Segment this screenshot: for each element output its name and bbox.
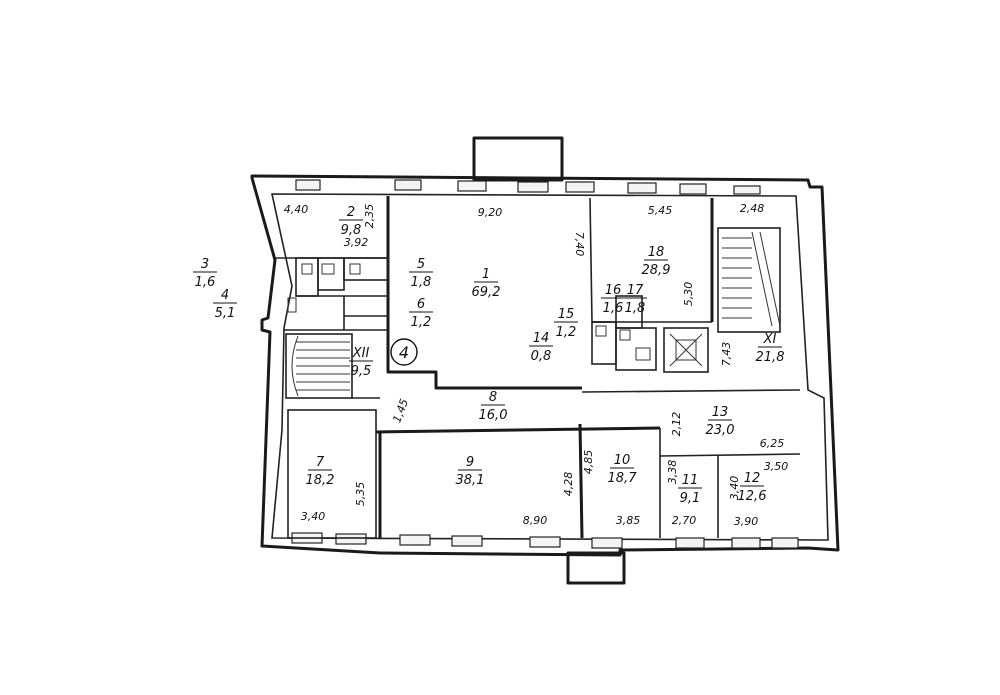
room-label-r3: 31,6: [193, 257, 217, 290]
room-number: 10: [614, 453, 631, 468]
room-area: 1,8: [625, 301, 646, 316]
plan-mark: 4: [390, 338, 418, 366]
room-labels: 169,229,831,645,151,861,2718,2816,0938,1…: [193, 205, 784, 506]
room-number: 1: [482, 267, 490, 282]
room-number: 5: [417, 257, 425, 272]
dimension-d7: 5,30: [682, 282, 695, 307]
dimension-d13: 3,50: [764, 460, 789, 473]
dimension-d8: 2,48: [740, 202, 765, 215]
room-area: 0,8: [531, 349, 552, 364]
room-label-r17: 171,8: [623, 283, 647, 316]
room-area: 1,2: [556, 325, 577, 340]
dimension-d19: 3,40: [301, 510, 326, 523]
room-area: 28,9: [642, 263, 671, 278]
room-area: 1,2: [411, 315, 432, 330]
room-number: 14: [533, 331, 550, 346]
dimension-d21: 3,85: [616, 514, 641, 527]
room-number: 13: [712, 405, 729, 420]
room-label-r11: 119,1: [678, 473, 702, 506]
dimension-d12: 6,25: [760, 437, 785, 450]
room-number: 7: [316, 455, 325, 470]
room-label-r13: 13 23,0: [706, 405, 735, 438]
room-area: 23,0: [706, 423, 735, 438]
room-label-r1: 169,2: [472, 267, 501, 300]
room-number: 8: [489, 390, 497, 405]
dimension-d10: 1,45: [390, 397, 411, 424]
room-number: 4: [221, 288, 229, 303]
dimension-d2: 2,35: [363, 204, 376, 229]
room-label-r18: 18 28,9: [642, 245, 671, 278]
room-label-rXII: XII 9,5: [349, 346, 373, 379]
room-label-r2: 29,8: [339, 205, 363, 238]
dimension-d15: 3,38: [666, 460, 679, 485]
room-label-r10: 10 18,7: [608, 453, 638, 486]
room-number: 6: [417, 297, 425, 312]
room-number: 3: [201, 257, 209, 272]
room-number: XII: [352, 346, 370, 361]
room-area: 69,2: [472, 285, 501, 300]
room-number: 9: [466, 455, 474, 470]
room-area: 9,1: [680, 491, 701, 506]
exterior-walls: [250, 136, 840, 585]
room-area: 16,0: [479, 408, 508, 423]
dimension-d16: 4,85: [582, 450, 595, 475]
bottom-windows: [291, 532, 799, 549]
room-partitions: [276, 196, 801, 539]
dimension-d23: 3,90: [734, 515, 759, 528]
room-number: 18: [648, 245, 665, 260]
room-label-r9: 938,1: [456, 455, 485, 488]
room-area: 5,1: [215, 306, 236, 321]
room-number: XI: [763, 332, 777, 347]
room-area: 21,8: [756, 350, 785, 365]
room-label-r8: 816,0: [479, 390, 508, 423]
room-area: 18,2: [306, 473, 335, 488]
room-label-r14: 140,8: [529, 331, 553, 364]
dimension-d3: 3,92: [344, 236, 369, 249]
top-windows: [295, 179, 761, 195]
dimension-d1: 4,40: [284, 203, 309, 216]
room-area: 12,6: [738, 489, 767, 504]
room-number: 12: [744, 471, 761, 486]
room-area: 9,8: [341, 223, 362, 238]
dimension-d18: 5,35: [354, 482, 367, 507]
room-number: 11: [682, 473, 699, 488]
dimension-d14: 3,40: [728, 476, 741, 501]
room-number: 15: [558, 307, 575, 322]
room-label-r12: 12 12,6: [738, 471, 767, 504]
dimension-d11: 2,12: [670, 412, 683, 437]
room-label-r15: 151,2: [554, 307, 578, 340]
room-label-r6: 61,2: [409, 297, 433, 330]
room-label-r4: 45,1: [213, 288, 237, 321]
room-area: 9,5: [351, 364, 372, 379]
room-label-r7: 718,2: [306, 455, 335, 488]
room-area: 1,6: [603, 301, 624, 316]
dimension-labels: 4,40 2,35 3,92 9,20 7,40 5,45 5,30 2,48 7,43 1,45…: [284, 202, 789, 528]
room-number: 17: [627, 283, 644, 298]
room-number: 2: [347, 205, 355, 220]
room-label-r16: 161,6: [601, 283, 625, 316]
room-label-rXI: XI 21,8: [756, 332, 785, 365]
room-area: 1,6: [195, 275, 216, 290]
dimension-d20: 8,90: [523, 514, 548, 527]
room-area: 1,8: [411, 275, 432, 290]
room-area: 38,1: [456, 473, 485, 488]
dimension-d5: 7,40: [573, 232, 586, 257]
dimension-d9: 7,43: [720, 342, 733, 367]
dimension-d4: 9,20: [478, 206, 503, 219]
plan-mark-label: 4: [399, 343, 409, 362]
room-area: 18,7: [608, 471, 638, 486]
room-number: 16: [605, 283, 622, 298]
dimension-d22: 2,70: [672, 514, 697, 527]
dimension-d6: 5,45: [648, 204, 673, 217]
room-label-r5: 51,8: [409, 257, 433, 290]
dimension-d17: 4,28: [562, 472, 575, 497]
